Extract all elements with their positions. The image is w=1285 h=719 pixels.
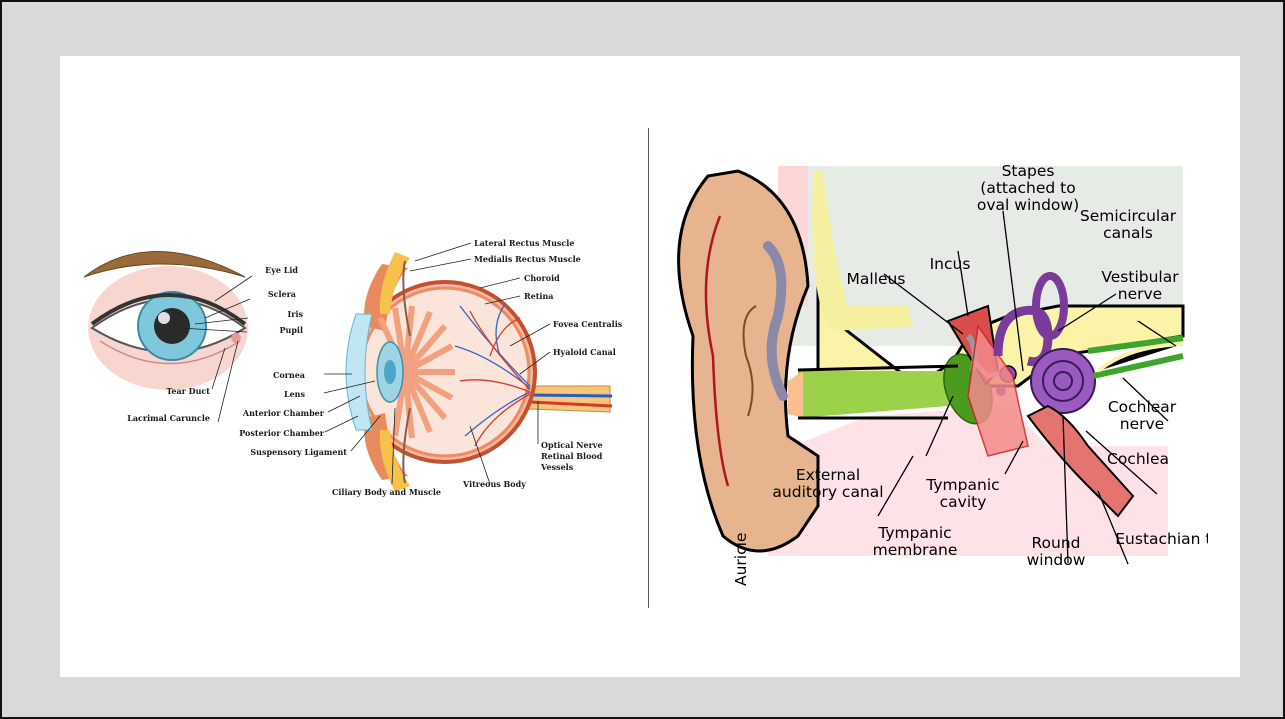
label-stapes-2: (attached to <box>980 179 1075 197</box>
label-stapes-1: Stapes <box>1002 162 1055 180</box>
label-anterior-chamber: Anterior Chamber <box>242 408 325 418</box>
label-vestibular-1: Vestibular <box>1101 268 1179 286</box>
label-iris: Iris <box>288 309 304 319</box>
label-tympanic-membrane-2: membrane <box>873 541 958 559</box>
label-medialis-rectus: Medialis Rectus Muscle <box>474 254 581 264</box>
label-eustachian-tube: Eustachian tube <box>1115 530 1208 548</box>
label-optical-nerve: Optical Nerve <box>541 440 603 450</box>
label-external-1: External <box>796 466 860 484</box>
label-vitreous-body: Vitreous Body <box>462 479 526 489</box>
label-round-window-2: window <box>1027 551 1086 569</box>
label-lacrimal-caruncle: Lacrimal Caruncle <box>127 413 210 423</box>
label-incus: Incus <box>930 255 971 273</box>
slide-canvas: Eye Lid Sclera Iris Pupil Tear Duct Lacr… <box>60 56 1240 677</box>
label-eye-lid: Eye Lid <box>265 265 298 275</box>
label-retinal-blood: Retinal Blood <box>541 451 603 461</box>
label-lens: Lens <box>284 389 306 399</box>
label-choroid: Choroid <box>524 273 560 283</box>
label-vessels: Vessels <box>540 462 574 472</box>
ear-diagram: Stapes (attached to oval window) Semicir… <box>668 156 1208 636</box>
label-malleus: Malleus <box>847 270 906 288</box>
label-cochlea: Cochlea <box>1107 450 1169 468</box>
label-hyaloid-canal: Hyaloid Canal <box>553 347 616 357</box>
label-cornea: Cornea <box>273 370 305 380</box>
label-tympanic-membrane-1: Tympanic <box>877 524 951 542</box>
label-tympanic-cavity-1: Tympanic <box>925 476 999 494</box>
label-tympanic-cavity-2: cavity <box>940 493 987 511</box>
label-suspensory-ligament: Suspensory Ligament <box>250 447 347 457</box>
label-stapes-3: oval window) <box>977 196 1079 214</box>
label-retina: Retina <box>524 291 553 301</box>
label-fovea-centralis: Fovea Centralis <box>553 319 623 329</box>
eye-diagram: Eye Lid Sclera Iris Pupil Tear Duct Lacr… <box>60 56 630 677</box>
label-posterior-chamber: Posterior Chamber <box>239 428 325 438</box>
label-auricle: Auricle <box>732 533 750 586</box>
label-tear-duct: Tear Duct <box>166 386 210 396</box>
label-round-window-1: Round <box>1031 534 1080 552</box>
label-cochlear-nerve-1: Cochlear <box>1108 398 1177 416</box>
label-cochlear-nerve-2: nerve <box>1120 415 1164 433</box>
label-lateral-rectus: Lateral Rectus Muscle <box>474 238 574 248</box>
label-ciliary-body: Ciliary Body and Muscle <box>332 487 441 497</box>
label-sclera: Sclera <box>268 289 296 299</box>
label-pupil: Pupil <box>279 325 303 335</box>
label-semicircular-1: Semicircular <box>1080 207 1177 225</box>
label-external-2: auditory canal <box>772 483 883 501</box>
label-semicircular-2: canals <box>1103 224 1153 242</box>
label-vestibular-2: nerve <box>1118 285 1162 303</box>
panel-divider <box>648 128 649 608</box>
